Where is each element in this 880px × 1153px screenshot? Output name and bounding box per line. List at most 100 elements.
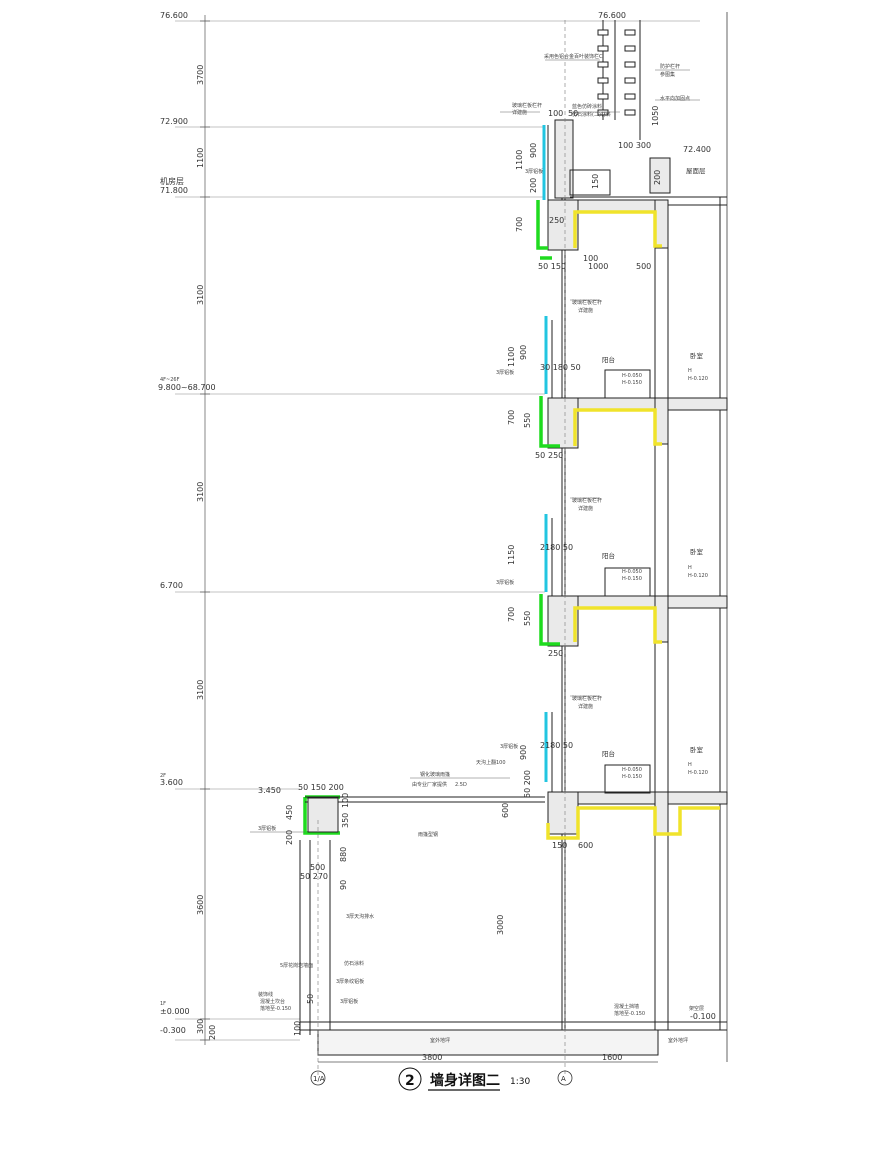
dim-f2-550: 550	[523, 611, 532, 626]
bal1-h1: H-0.050	[622, 373, 642, 379]
dim-bottom-1600: 1600	[602, 1053, 622, 1062]
level-floor-b: 6.700	[160, 581, 183, 590]
note-outdoor-ground: 室外地坪	[430, 1037, 450, 1044]
top-louvers	[597, 20, 641, 140]
dim-f2-2180: 2180 50	[540, 543, 573, 552]
dim-f1-900: 900	[519, 345, 528, 360]
dim-f3-900: 900	[519, 745, 528, 760]
level-floor-c-tag: 2F	[160, 773, 166, 779]
annotations: 采用色铝合金百叶装饰栏C 防护栏杆 参图集 玻璃栏板栏杆 详建施 3厚铝板 蓝色…	[250, 53, 700, 1044]
note-glass-rail-3: 玻璃栏板栏杆	[572, 695, 602, 702]
note-alu-1: 3厚铝板	[496, 369, 514, 376]
room-bedroom-3: 卧室	[690, 745, 704, 754]
dim-top-700: 700	[515, 217, 524, 232]
axis-lines	[317, 20, 566, 1075]
note-anchor: 水平向加固点	[660, 95, 690, 102]
bal3-h2: H-0.150	[622, 774, 642, 780]
axis-label-left: 1/A	[313, 1075, 325, 1083]
dim-f3-50-200: 50 200	[523, 770, 532, 798]
dim-f3-150: 150	[552, 841, 567, 850]
dim-canopy-100: 100	[341, 793, 350, 808]
note-supplier: 由专业厂家提供	[412, 781, 447, 788]
dim-col-50: 50	[306, 994, 315, 1004]
dim-3100-a: 3100	[196, 285, 205, 305]
bed1-h: H	[688, 368, 692, 374]
bal2-h2: H-0.150	[622, 576, 642, 582]
title-block: 1/A A 2 墙身详图二 1:30	[310, 1067, 573, 1091]
dim-bottom-3800: 3800	[422, 1053, 442, 1062]
left-dimension-chain	[200, 15, 210, 1045]
note-glass-rail-2: 玻璃栏板栏杆	[572, 497, 602, 504]
note-2-5d: 2.5D	[455, 782, 467, 788]
dim-canopy-200: 200	[285, 830, 294, 845]
level-roof: 72.900	[160, 117, 188, 126]
dim-col-3000: 3000	[496, 915, 505, 935]
room-bedroom-2: 卧室	[690, 547, 704, 556]
dim-f1-250: 250	[548, 451, 563, 460]
title-number: 2	[405, 1073, 415, 1089]
dim-top-100b: 100	[583, 254, 598, 263]
dim-col-500: 500	[310, 863, 325, 872]
note-glass-canopy: 钢化玻璃雨篷	[420, 771, 450, 778]
ground-slab	[300, 1021, 727, 1056]
bed1-h2: H-0.120	[688, 376, 708, 382]
bal1-h2: H-0.150	[622, 380, 642, 386]
level-floor-c: 3.600	[160, 778, 183, 787]
level-ground-tag: 1F	[160, 1001, 166, 1007]
dim-200: 200	[208, 1025, 217, 1040]
drawing-scale: 1:30	[510, 1077, 530, 1087]
ground-room-label: 架空层	[689, 1005, 704, 1012]
dim-f1-550: 550	[523, 413, 532, 428]
dim-top-100-300: 100 300	[618, 141, 651, 150]
roof-level-label: 屋面层	[686, 167, 706, 175]
note-detail-2: 详建施	[578, 505, 593, 512]
room-balcony-2: 阳台	[602, 551, 615, 560]
dim-f1-30-180: 30 180 50	[540, 363, 581, 372]
dim-top-50: 50	[568, 109, 578, 118]
dim-f3-600b: 600	[578, 841, 593, 850]
level-canopy: 3.450	[258, 786, 281, 795]
drawing-title: 墙身详图二	[430, 1072, 500, 1089]
bed3-h2: H-0.120	[688, 770, 708, 776]
level-machine-room: 71.800	[160, 186, 188, 195]
note-detail-1: 详建施	[578, 307, 593, 314]
note-gutter-drain: 3厚天沟排水	[346, 913, 374, 920]
left-dimension-values: 3700 1100 3100 3100 3100 3600 300 200	[196, 65, 217, 1040]
note-trim: 装饰线	[258, 991, 273, 998]
note-detail-top: 详建施	[512, 109, 527, 116]
dim-top-900: 900	[529, 143, 538, 158]
dim-3100-c: 3100	[196, 680, 205, 700]
note-glass-rail-1: 玻璃栏板栏杆	[572, 299, 602, 306]
dim-canopy-top: 50 150 200	[298, 783, 344, 792]
axis-bubble-left	[310, 1070, 326, 1086]
note-canopy-steel: 雨篷型钢	[418, 831, 438, 838]
bed2-h: H	[688, 565, 692, 571]
dim-3100-b: 3100	[196, 482, 205, 502]
glass-balustrades	[542, 125, 548, 782]
level-labels: 76.600 72.900 机房层 71.800 4F~26F 9.800~68…	[158, 11, 716, 1035]
dim-top-500: 500	[636, 262, 651, 271]
note-outdoor-ground-2: 室外地坪	[668, 1037, 688, 1044]
dim-f1-1100: 1100	[507, 347, 516, 367]
title-number-circle	[398, 1067, 422, 1091]
note-alu-3: 3厚铝板	[500, 743, 518, 750]
level-floor-a-tag: 4F~26F	[160, 377, 180, 383]
dim-f2-700: 700	[507, 607, 516, 622]
dim-f3-2180: 2180 50	[540, 741, 573, 750]
note-down-to-2: 落地至-0.150	[614, 1010, 645, 1017]
dim-f2-1150: 1150	[507, 545, 516, 565]
dim-top-100: 100	[548, 109, 563, 118]
dim-300: 300	[196, 1019, 205, 1034]
room-balcony-1: 阳台	[602, 355, 615, 364]
room-balcony-3: 阳台	[602, 749, 615, 758]
level-machine-room-label: 机房层	[160, 176, 184, 186]
level-roof-small: 72.400	[683, 145, 711, 154]
level-ground-right: -0.100	[690, 1012, 716, 1021]
structure	[547, 119, 728, 1040]
note-detail-3: 详建施	[578, 703, 593, 710]
level-floor-a: 9.800~68.700	[158, 383, 216, 392]
note-stone-coat: 仿石涂料	[344, 960, 364, 967]
level-top-right: 76.600	[598, 11, 626, 20]
room-labels: 阳台 卧室 H-0.050 H-0.150 H H-0.120 阳台 卧室 H-…	[602, 351, 708, 780]
dim-top-200b: 200	[653, 170, 662, 185]
